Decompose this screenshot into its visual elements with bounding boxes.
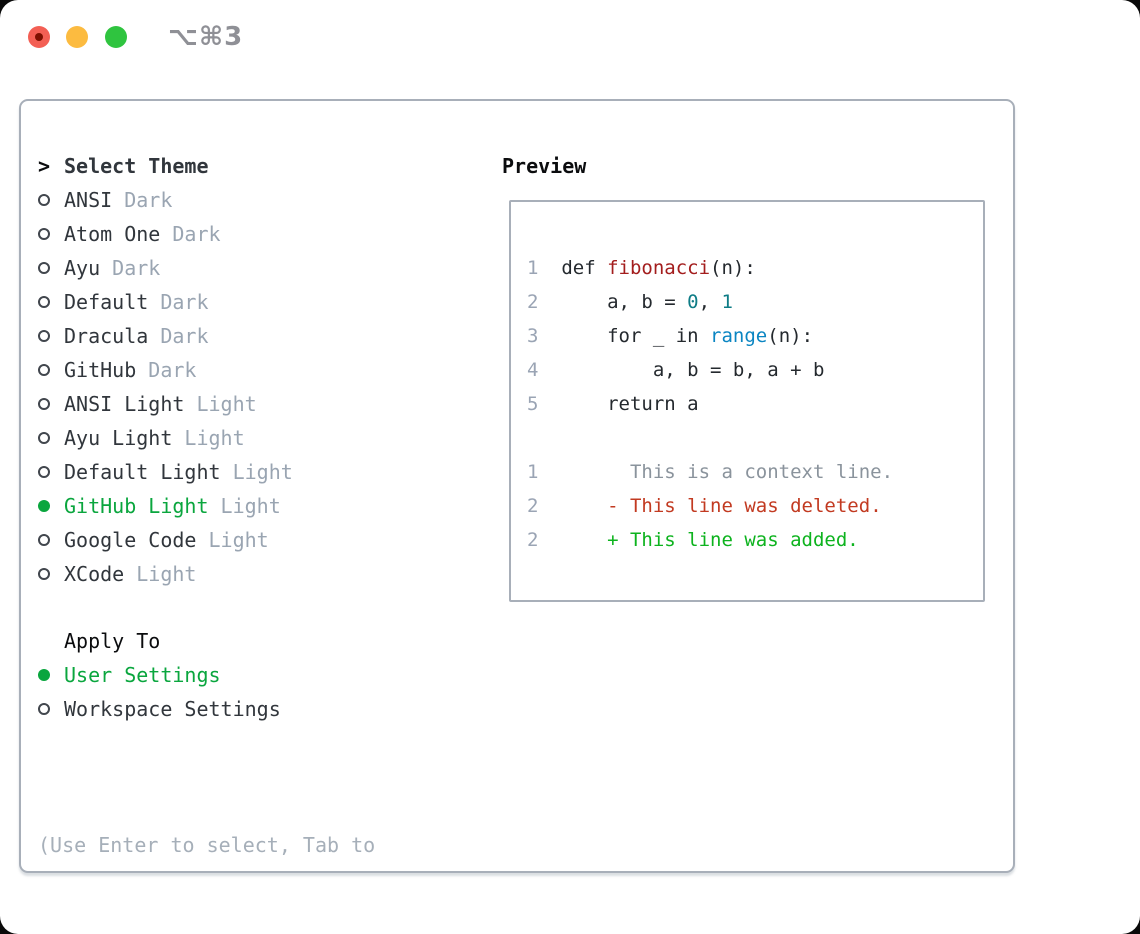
theme-variant: Dark	[172, 222, 221, 246]
theme-variant: Light	[220, 494, 281, 518]
keyboard-hint: (Use Enter to select, Tab to change focu…	[38, 760, 375, 934]
radio-selected-icon	[38, 500, 64, 512]
theme-name: GitHub	[64, 358, 149, 382]
theme-name: Atom One	[64, 222, 173, 246]
theme-name: Ayu Light	[64, 426, 185, 450]
theme-option-default[interactable]: Default Dark	[38, 285, 293, 319]
radio-icon	[38, 466, 64, 478]
preview-title: Preview	[502, 154, 587, 178]
theme-option-github-light[interactable]: GitHub Light Light	[38, 489, 293, 523]
radio-icon	[38, 194, 64, 206]
theme-name: Google Code	[64, 528, 209, 552]
theme-variant: Light	[208, 528, 269, 552]
code-line	[527, 421, 893, 455]
radio-icon	[38, 703, 64, 715]
theme-option-ayu-light[interactable]: Ayu Light Light	[38, 421, 293, 455]
theme-variant: Dark	[112, 256, 161, 280]
radio-icon	[38, 364, 64, 376]
apply-to-title: Apply To	[64, 629, 161, 653]
theme-variant: Dark	[148, 358, 197, 382]
theme-name: Default Light	[64, 460, 233, 484]
theme-option-github[interactable]: GitHub Dark	[38, 353, 293, 387]
hint-line-2: change focus)	[38, 930, 375, 934]
theme-option-google-code[interactable]: Google Code Light	[38, 523, 293, 557]
preview-pane: 1 def fibonacci(n): 2 a, b = 0, 1 3 for _ …	[509, 200, 985, 602]
radio-icon	[38, 262, 64, 274]
theme-variant: Light	[196, 392, 257, 416]
code-line: 2 a, b = 0, 1	[527, 291, 733, 313]
theme-list-header: > Select Theme	[38, 149, 293, 183]
code-preview: 1 def fibonacci(n): 2 a, b = 0, 1 3 for _ …	[527, 251, 893, 557]
unsaved-dot-icon	[35, 33, 43, 41]
apply-to-header: Apply To	[38, 624, 281, 658]
theme-option-ayu[interactable]: Ayu Dark	[38, 251, 293, 285]
theme-option-atom-one[interactable]: Atom One Dark	[38, 217, 293, 251]
theme-option-ansi-light[interactable]: ANSI Light Light	[38, 387, 293, 421]
radio-icon	[38, 228, 64, 240]
code-line: 3 for _ in range(n):	[527, 325, 814, 347]
theme-name: Dracula	[64, 324, 161, 348]
theme-option-xcode[interactable]: XCode Light	[38, 557, 293, 591]
code-line: 1 This is a context line.	[527, 461, 894, 483]
maximize-button[interactable]	[105, 26, 127, 48]
theme-name: ANSI	[64, 188, 125, 212]
apply-option-workspace-settings[interactable]: Workspace Settings	[38, 692, 281, 726]
radio-icon	[38, 330, 64, 342]
theme-name: Ayu	[64, 256, 113, 280]
prompt-icon: >	[38, 154, 51, 178]
theme-list-title: Select Theme	[64, 154, 209, 178]
theme-variant: Light	[232, 460, 293, 484]
code-line: 2 - This line was deleted.	[527, 495, 882, 517]
radio-selected-icon	[38, 669, 64, 681]
theme-variant: Dark	[160, 324, 209, 348]
apply-option-label: User Settings	[64, 663, 221, 687]
radio-icon	[38, 296, 64, 308]
apply-option-label: Workspace Settings	[64, 697, 281, 721]
window-title: ⌥⌘3	[168, 22, 244, 52]
code-line: 1 def fibonacci(n):	[527, 257, 756, 279]
theme-variant: Light	[136, 562, 197, 586]
theme-variant: Dark	[124, 188, 173, 212]
code-line: 4 a, b = b, a + b	[527, 359, 825, 381]
minimize-button[interactable]	[66, 26, 88, 48]
theme-variant: Dark	[160, 290, 209, 314]
radio-icon	[38, 568, 64, 580]
theme-name: XCode	[64, 562, 137, 586]
theme-option-ansi[interactable]: ANSI Dark	[38, 183, 293, 217]
code-line: 5 return a	[527, 393, 699, 415]
apply-option-user-settings[interactable]: User Settings	[38, 658, 281, 692]
radio-icon	[38, 398, 64, 410]
radio-icon	[38, 534, 64, 546]
close-button[interactable]	[28, 26, 50, 48]
theme-name: Default	[64, 290, 161, 314]
theme-option-dracula[interactable]: Dracula Dark	[38, 319, 293, 353]
theme-option-default-light[interactable]: Default Light Light	[38, 455, 293, 489]
titlebar: ⌥⌘3	[0, 0, 1140, 75]
radio-icon	[38, 432, 64, 444]
code-line: 2 + This line was added.	[527, 529, 859, 551]
theme-variant: Light	[184, 426, 245, 450]
theme-name: GitHub Light	[64, 494, 221, 518]
hint-line-1: (Use Enter to select, Tab to	[38, 833, 376, 857]
theme-name: ANSI Light	[64, 392, 197, 416]
